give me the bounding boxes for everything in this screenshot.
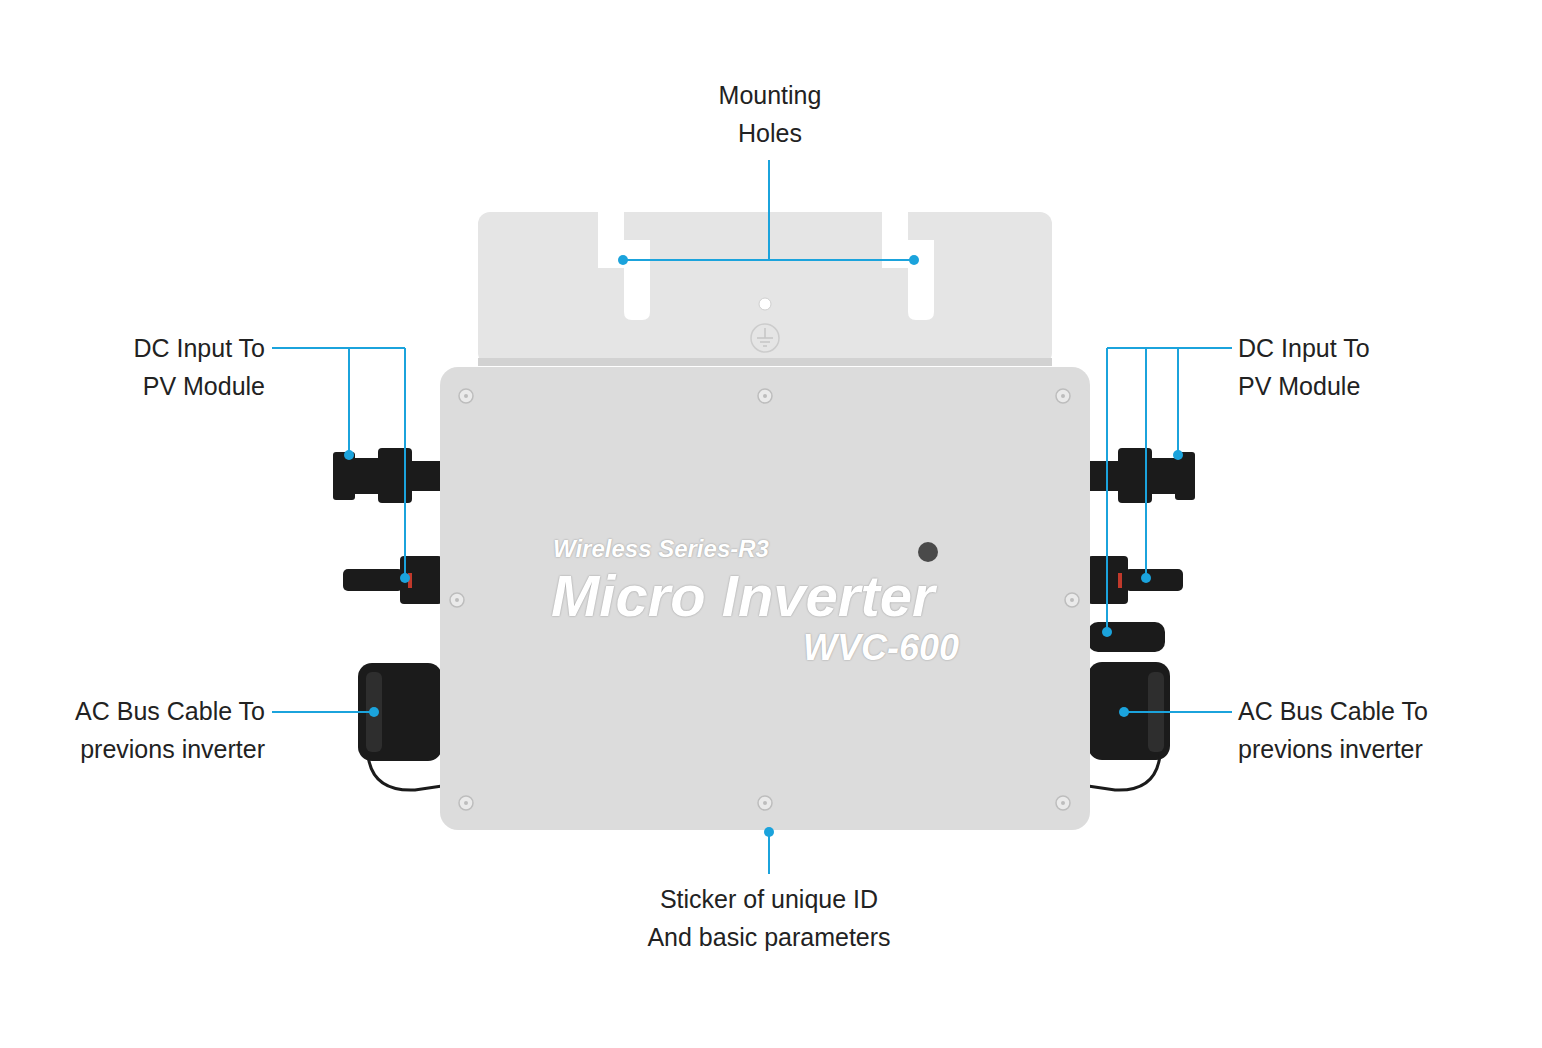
callout-label: DC Input To PV Module bbox=[1238, 329, 1408, 405]
inverter-body bbox=[440, 367, 1090, 830]
left-connectors bbox=[333, 448, 442, 790]
callout-label: DC Input To PV Module bbox=[95, 329, 265, 405]
callout-label: AC Bus Cable To previons inverter bbox=[15, 692, 265, 768]
callout-label: Sticker of unique ID And basic parameter… bbox=[619, 880, 919, 956]
right-connectors bbox=[1088, 448, 1195, 790]
inverter-housing: Wireless Series-R3Micro InverterWVC-600 bbox=[440, 367, 1090, 830]
model-number: WVC-600 bbox=[803, 630, 959, 666]
reset-button bbox=[918, 542, 938, 562]
callout-label: AC Bus Cable To previons inverter bbox=[1238, 692, 1488, 768]
leader-lines bbox=[272, 160, 1232, 874]
leader-dots bbox=[344, 255, 1183, 837]
series-name: Wireless Series-R3 bbox=[553, 537, 769, 561]
product-name: Micro Inverter bbox=[551, 567, 935, 625]
callout-label: Mounting Holes bbox=[700, 76, 840, 152]
mounting-bracket bbox=[478, 212, 1052, 366]
